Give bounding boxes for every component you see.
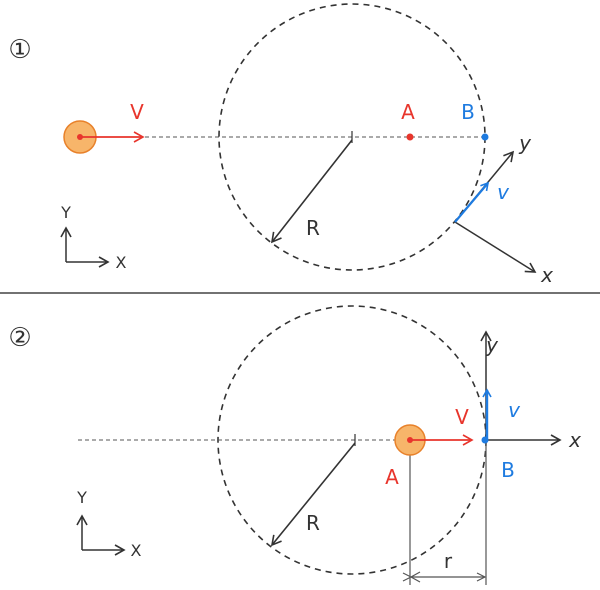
panel-number: ② (8, 323, 31, 353)
point-b-label: B (461, 100, 475, 124)
speed-b-arrow (454, 181, 490, 223)
radius-arrow (270, 442, 356, 547)
local-x-axis (454, 221, 537, 273)
panel-2: ② r V A y x v B R Y X (8, 305, 581, 585)
speed-b-label: v (508, 398, 521, 422)
local-x-label: x (568, 428, 581, 452)
point-b-label: B (501, 458, 515, 482)
point-b (481, 133, 489, 141)
point-b (481, 436, 489, 444)
distance-arrow-start (409, 571, 421, 583)
velocity-label: V (130, 100, 144, 124)
point-a (406, 133, 414, 141)
distance-label: r (444, 549, 453, 573)
local-y-label: y (485, 333, 499, 357)
panel-number: ① (8, 35, 31, 65)
point-a-label: A (385, 465, 399, 489)
local-y-label: y (518, 131, 532, 155)
radius-arrow (270, 139, 353, 244)
axis-y-label: Y (76, 488, 87, 507)
velocity-label: V (455, 405, 469, 429)
speed-b-label: v (497, 180, 510, 204)
axis-x-label: X (116, 253, 127, 272)
axis-y-label: Y (60, 203, 71, 222)
panel-1: ① V A B R Y X y x v (8, 3, 553, 287)
radius-label: R (306, 216, 320, 240)
point-a-label: A (401, 100, 415, 124)
radius-label: R (306, 511, 320, 535)
local-x-label: x (540, 263, 553, 287)
axis-x-label: X (131, 541, 142, 560)
